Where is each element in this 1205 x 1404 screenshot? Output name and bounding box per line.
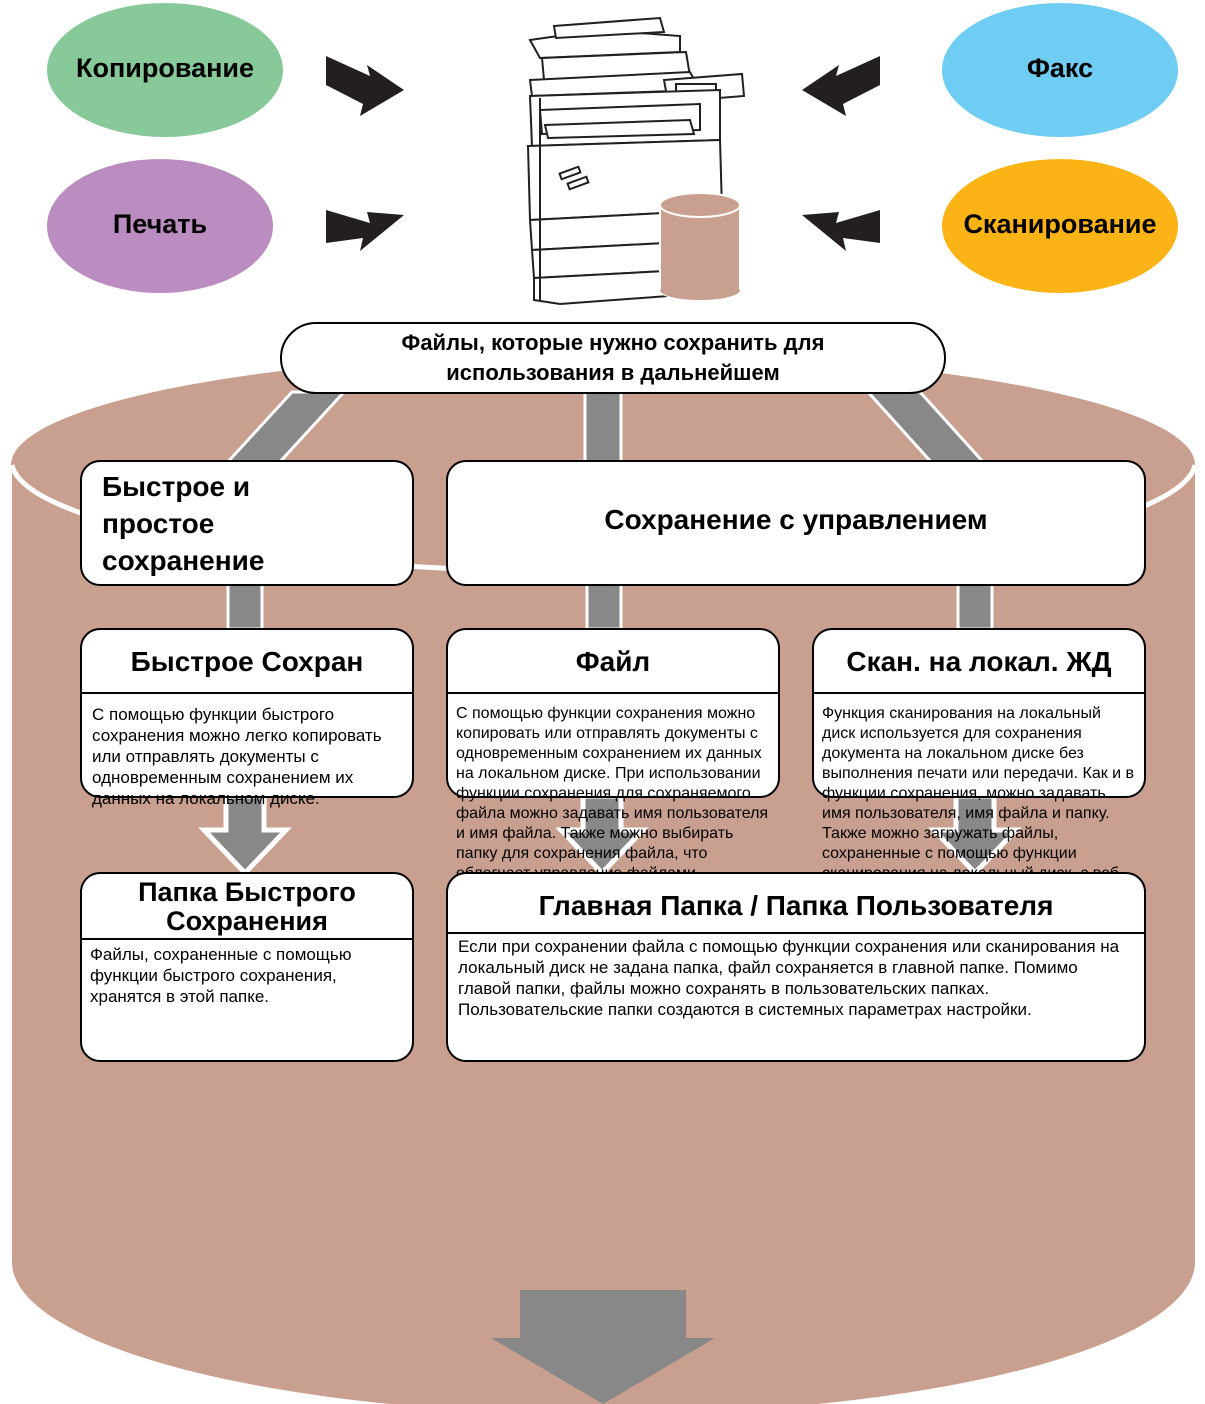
quick-folder-title-2: Сохранения (166, 906, 328, 936)
arrow-fax (802, 56, 880, 116)
copy-label: Копирование (75, 53, 255, 83)
input-arrows (326, 56, 880, 251)
copy-oval (47, 3, 283, 137)
quick-folder-text: Файлы, сохраненные с помощью функции быс… (90, 945, 352, 1006)
quick-category-line2: простое (102, 508, 215, 539)
main-folder-text: Если при сохранении файла с помощью функ… (458, 937, 1120, 1019)
quick-file-text: С помощью функции быстрого сохранения мо… (92, 705, 382, 808)
bottom-big-arrow (491, 1290, 715, 1404)
header-line2: использования в дальнейшем (446, 360, 780, 385)
quick-folder-title-1: Папка Быстрого (138, 877, 356, 907)
quick-folder-box: Папка Быстрого Сохранения Файлы, сохране… (80, 872, 414, 1062)
header-box: Файлы, которые нужно сохранить для испол… (280, 322, 946, 394)
file-text: С помощью функции сохранения можно копир… (456, 705, 769, 882)
quick-file-title: Быстрое Сохран (130, 646, 364, 677)
scan-oval (942, 159, 1178, 293)
main-folder-title: Главная Папка / Папка Пользователя (538, 890, 1054, 921)
file-panel: Файл С помощью функции сохранения можно … (446, 628, 780, 882)
file-title: Файл (575, 646, 651, 677)
quick-file-panel: Быстрое Сохран С помощью функции быстрог… (80, 628, 414, 808)
mode-connectors (226, 581, 994, 631)
scan-local-title: Скан. на локал. ЖД (846, 646, 1112, 677)
print-label: Печать (112, 209, 208, 239)
managed-category-title: Сохранение с управлением (604, 504, 988, 535)
quick-category-line1: Быстрое и (102, 471, 251, 502)
arrow-scan (802, 210, 880, 251)
arrow-copy (326, 56, 404, 116)
header-line1: Файлы, которые нужно сохранить для (401, 330, 825, 355)
main-folder-box: Главная Папка / Папка Пользователя Если … (446, 872, 1146, 1062)
printer-illustration (526, 16, 746, 306)
arrow-print (326, 210, 404, 251)
database-icon (659, 192, 741, 301)
scan-label: Сканирование (963, 209, 1157, 239)
down-arrows (198, 793, 1022, 877)
quick-category-line3: сохранение (102, 545, 265, 576)
print-oval (47, 159, 273, 293)
managed-category-box: Сохранение с управлением (446, 460, 1146, 586)
fax-label: Факс (1026, 53, 1094, 83)
scan-local-text-1: Функция сканирования на локальный диск и… (822, 705, 1135, 822)
scan-local-panel: Скан. на локал. ЖД Функция сканирования … (812, 628, 1146, 902)
quick-category-box: Быстрое и простое сохранение (80, 460, 414, 586)
fax-oval (942, 3, 1178, 137)
